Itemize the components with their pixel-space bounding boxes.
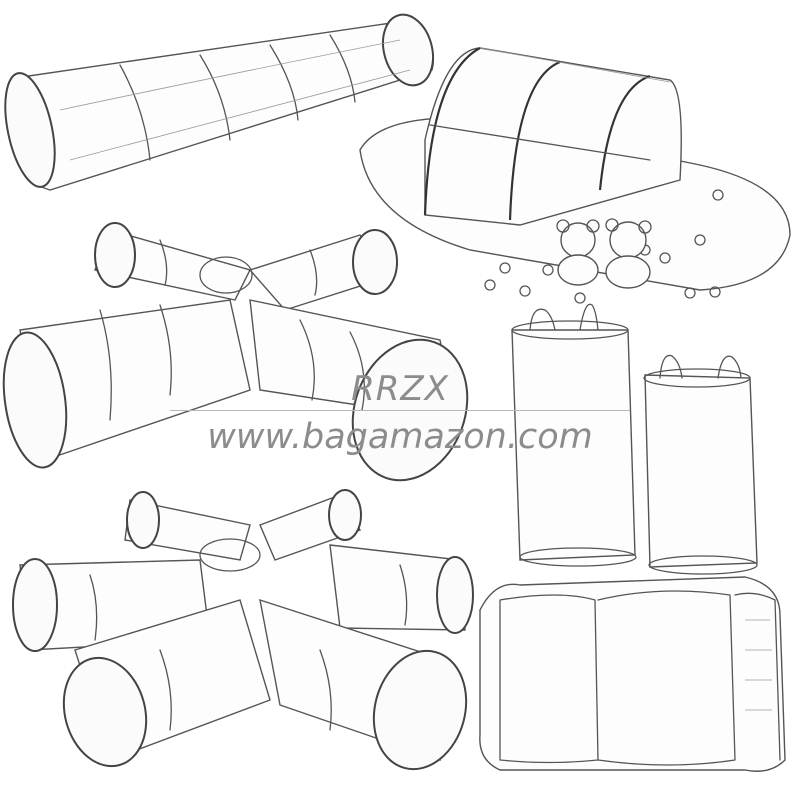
watermark-url: www.bagamazon.com [207, 417, 593, 457]
five-way-tunnel [12, 489, 474, 771]
straight-tunnel [4, 13, 434, 191]
watermark-divider [170, 410, 630, 411]
dome-tunnel-with-mat [359, 47, 791, 304]
teddy-bear-icon [556, 219, 600, 286]
teddy-bear-icon [605, 218, 652, 289]
four-way-cross-tunnel [2, 222, 469, 482]
watermark-brand: RRZX [351, 369, 449, 409]
two-hanging-bags [511, 303, 758, 575]
cube-playhouse [479, 576, 786, 772]
